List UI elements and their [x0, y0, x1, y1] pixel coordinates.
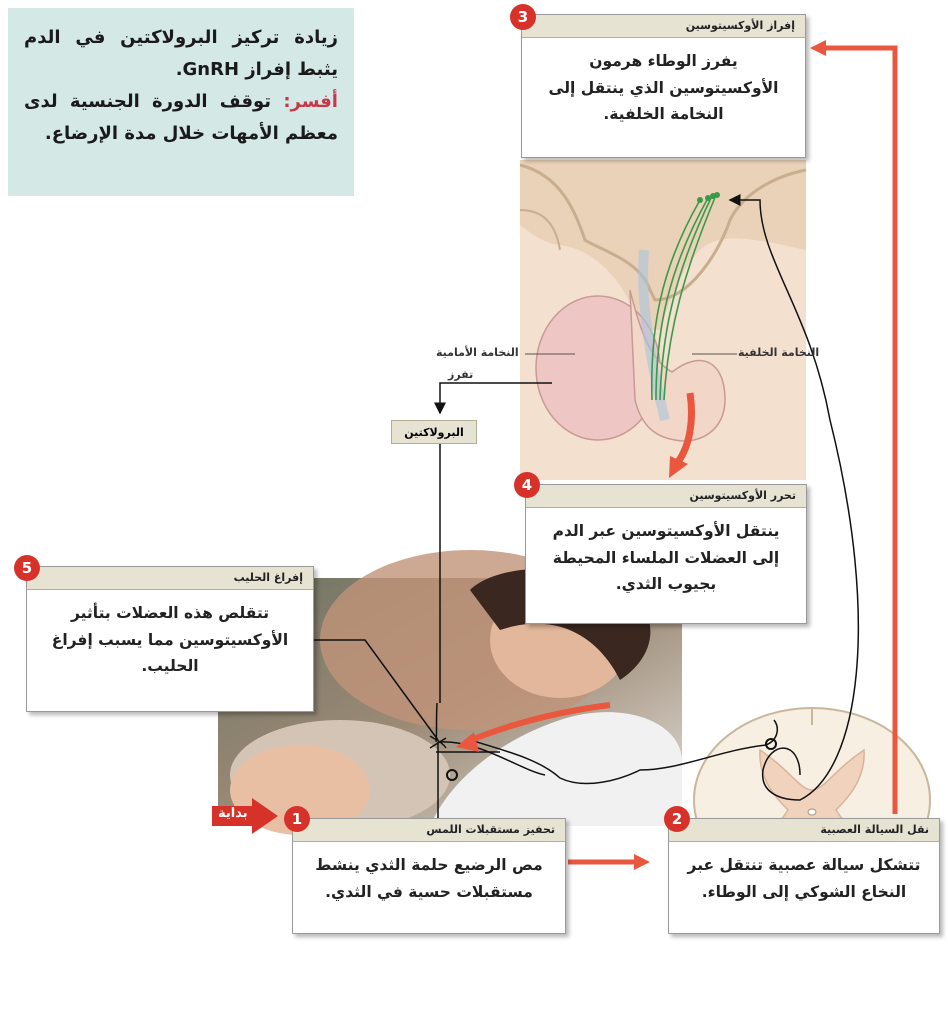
note-fact: زيادة تركيز البرولاكتين في الدم يثبط إفر… — [24, 22, 338, 86]
note-explain: أفسر: توقف الدورة الجنسية لدى معظم الأمه… — [24, 86, 338, 150]
explain-label: أفسر: — [283, 91, 338, 112]
secretes-label: تفرز — [448, 368, 473, 381]
step-5-box: إفراغ الحليب تتقلص هذه العضلات بتأثير ال… — [26, 566, 314, 712]
step-3-box: إفراز الأوكسيتوسين يفرز الوطاء هرمون الأ… — [521, 14, 806, 158]
prolactin-label: البرولاكتين — [391, 420, 477, 444]
step-5-text: تتقلص هذه العضلات بتأثير الأوكسيتوسين مم… — [27, 590, 313, 686]
step-3-title: إفراز الأوكسيتوسين — [522, 15, 805, 38]
step-1-title: تحفيز مستقبلات اللمس — [293, 819, 565, 842]
step-4-number: 4 — [514, 472, 540, 498]
step-4-title: تحرر الأوكسيتوسين — [526, 485, 806, 508]
question-note: زيادة تركيز البرولاكتين في الدم يثبط إفر… — [8, 8, 354, 196]
anterior-pituitary-label: النخامة الأمامية — [436, 346, 519, 359]
step-2-text: تتشكل سيالة عصبية تنتقل عبر النخاع الشوك… — [669, 842, 939, 911]
start-marker: بداية — [212, 798, 278, 834]
start-label: بداية — [218, 806, 248, 821]
step-1-number: 1 — [284, 806, 310, 832]
step-1-text: مص الرضيع حلمة الثدي ينشط مستقبلات حسية … — [293, 842, 565, 911]
step-3-text: يفرز الوطاء هرمون الأوكسيتوسين الذي ينتق… — [522, 38, 805, 134]
step-2-title: نقل السيالة العصبية — [669, 819, 939, 842]
step-5-number: 5 — [14, 555, 40, 581]
step-4-box: تحرر الأوكسيتوسين ينتقل الأوكسيتوسين عبر… — [525, 484, 807, 624]
step-4-text: ينتقل الأوكسيتوسين عبر الدم إلى العضلات … — [526, 508, 806, 604]
step-2-number: 2 — [664, 806, 690, 832]
step-2-box: نقل السيالة العصبية تتشكل سيالة عصبية تن… — [668, 818, 940, 934]
posterior-pituitary-label: النخامة الخلفية — [738, 346, 819, 359]
step-5-title: إفراغ الحليب — [27, 567, 313, 590]
pituitary-illustration — [520, 160, 806, 480]
step-1-box: تحفيز مستقبلات اللمس مص الرضيع حلمة الثد… — [292, 818, 566, 934]
step-3-number: 3 — [510, 4, 536, 30]
